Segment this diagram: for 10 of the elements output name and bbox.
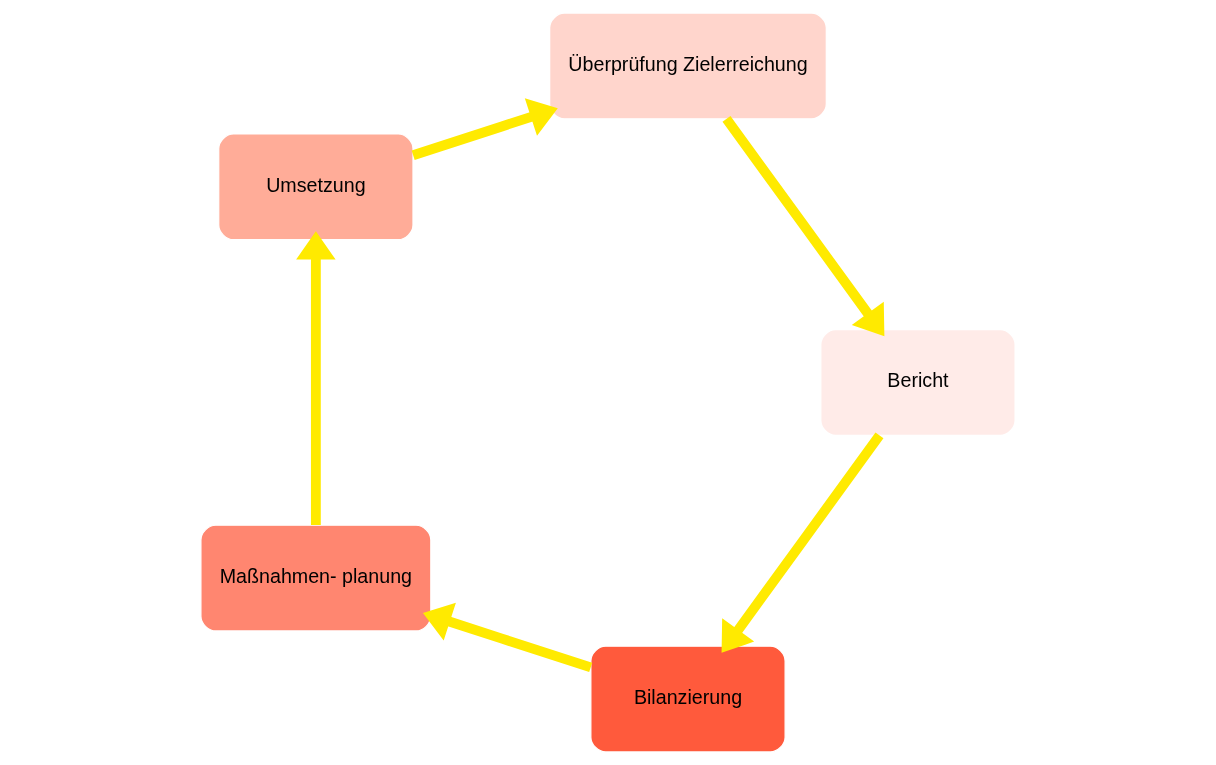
arrow [722,116,885,337]
arrow [721,432,884,653]
node-box: Bericht [820,329,1016,436]
arrow [422,602,593,673]
node-box: Maßnahmen- planung [200,524,432,632]
arrow [296,231,336,525]
node-box: Überprüfung Zielerreichung [549,12,827,120]
arrow [411,98,558,160]
node-box: Umsetzung [218,133,414,241]
node-box: Bilanzierung [590,645,786,753]
